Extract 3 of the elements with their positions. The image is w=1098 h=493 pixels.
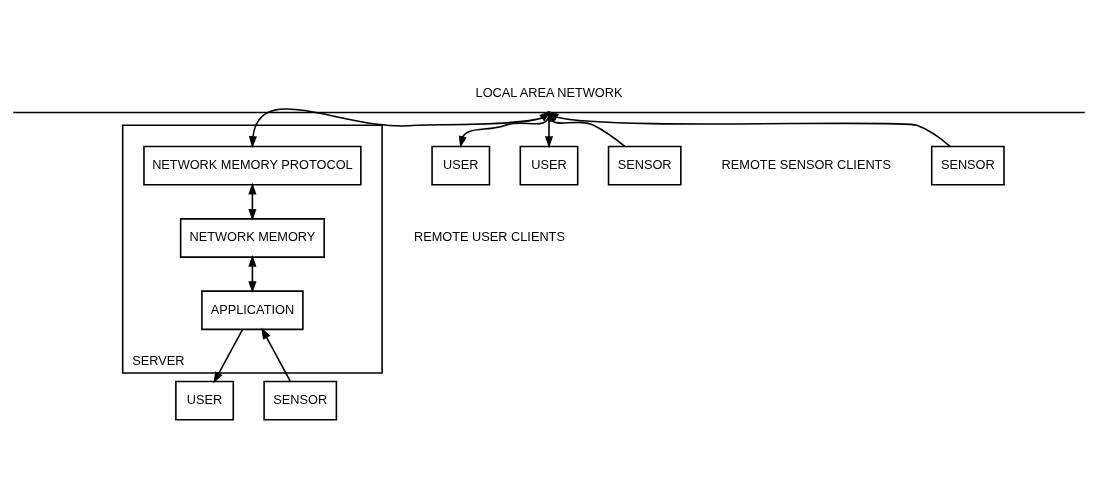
- node-text: LOCAL AREA NETWORK: [475, 84, 623, 100]
- label: REMOTE USER CLIENTS: [414, 228, 565, 244]
- label: REMOTE SENSOR CLIENTS: [721, 156, 891, 172]
